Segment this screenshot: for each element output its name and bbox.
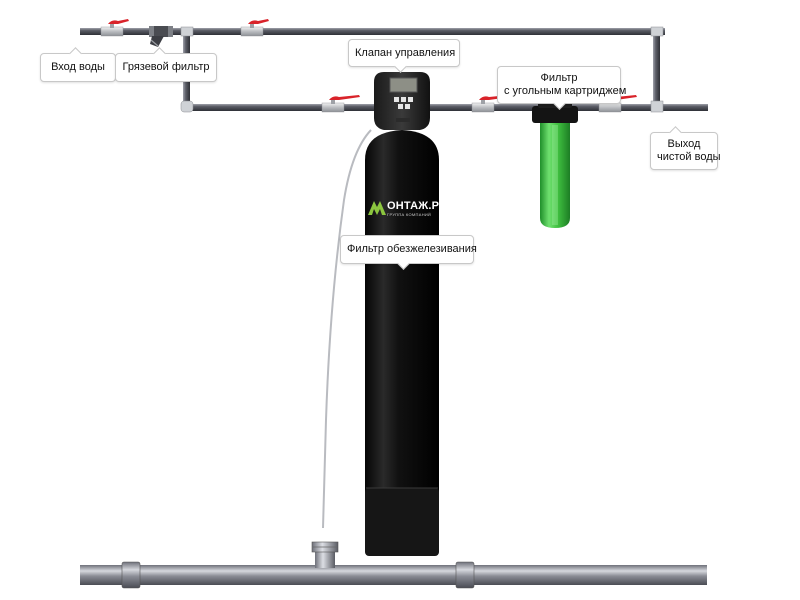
ball-valve-inlet[interactable] — [100, 19, 129, 37]
tee-fitting-left — [180, 26, 194, 37]
company-logo: ОНТАЖ.РУС ГРУППА КОМПАНИЙ — [368, 200, 458, 220]
callout-iron-removal-filter: Фильтр обезжелезивания — [340, 235, 477, 270]
outlet-riser-pipe — [653, 33, 660, 108]
control-valve-button[interactable] — [401, 97, 406, 102]
sewer-pipe — [80, 541, 707, 589]
process-pipe — [183, 104, 708, 111]
label-clean-water-outlet-line2: чистой воды — [657, 151, 721, 163]
drain-hose — [322, 129, 372, 529]
ball-valve-bypass[interactable] — [240, 19, 269, 37]
mud-filter-icon — [149, 26, 173, 47]
control-valve[interactable] — [374, 72, 430, 130]
control-valve-button[interactable] — [408, 97, 413, 102]
elbow-fitting-left — [180, 100, 194, 113]
carbon-filter-housing — [532, 102, 578, 228]
label-water-inlet: Вход воды — [51, 61, 105, 73]
control-valve-button[interactable] — [398, 104, 403, 109]
label-clean-water-outlet-line1: Выход — [667, 138, 701, 150]
callout-water-inlet: Вход воды — [40, 47, 116, 82]
ball-valve-tank-inlet[interactable] — [321, 95, 360, 113]
logo-brand: ОНТАЖ.РУС — [387, 200, 455, 212]
callout-clean-water-outlet: Выход чистой воды — [650, 126, 721, 170]
tee-fitting-right — [650, 26, 664, 37]
label-mud-filter: Грязевой фильтр — [122, 61, 210, 73]
tee-fitting-outlet — [650, 100, 664, 113]
control-valve-button[interactable] — [394, 97, 399, 102]
control-valve-button[interactable] — [405, 104, 410, 109]
label-carbon-filter-line1: Фильтр — [540, 72, 578, 84]
callout-mud-filter: Грязевой фильтр — [115, 47, 217, 82]
iron-removal-tank — [365, 130, 439, 556]
label-iron-removal-filter: Фильтр обезжелезивания — [347, 243, 477, 255]
logo-mark-icon — [368, 201, 386, 215]
label-control-valve: Клапан управления — [355, 47, 456, 59]
bypass-pipe-top — [80, 28, 665, 35]
callout-carbon-filter: Фильтр с угольным картриджем — [497, 66, 627, 110]
callout-control-valve: Клапан управления — [348, 39, 460, 73]
control-valve-display — [389, 77, 418, 93]
label-carbon-filter-line2: с угольным картриджем — [504, 85, 627, 97]
logo-subtitle: ГРУППА КОМПАНИЙ — [387, 212, 432, 217]
